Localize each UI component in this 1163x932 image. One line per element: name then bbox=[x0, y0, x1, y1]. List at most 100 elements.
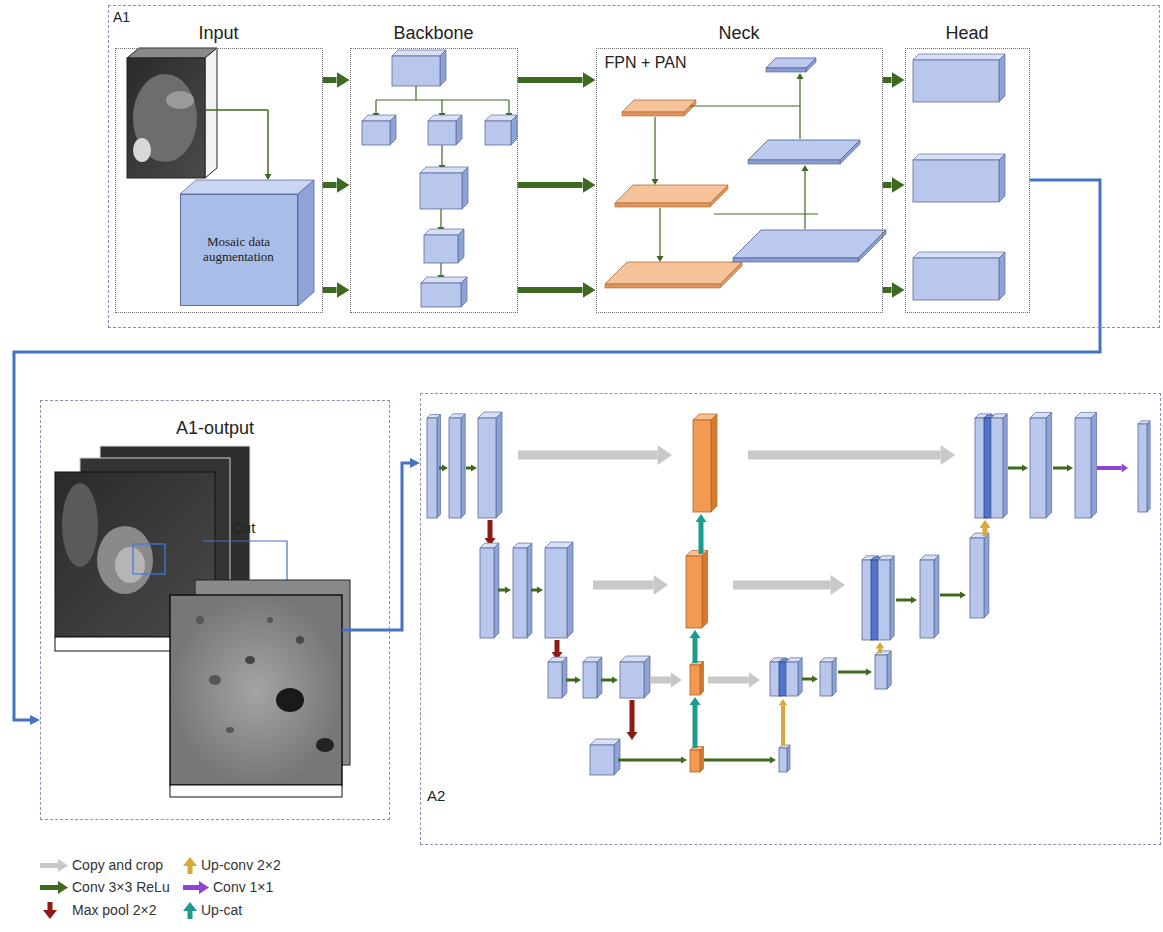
flow-arrow bbox=[779, 699, 788, 746]
flow-arrow bbox=[593, 575, 668, 595]
guide-line bbox=[342, 629, 390, 632]
arrow-shaft bbox=[650, 677, 671, 684]
block-front bbox=[693, 420, 711, 512]
arrow-shaft bbox=[508, 100, 509, 113]
feature-map bbox=[449, 414, 465, 518]
flow-arrow bbox=[696, 514, 707, 554]
plate-top bbox=[615, 185, 728, 203]
legend-arrow-shaft bbox=[40, 885, 59, 890]
flow-connector bbox=[518, 182, 583, 188]
text-slot: Input bbox=[116, 23, 322, 44]
block-front bbox=[878, 560, 890, 640]
cube-top bbox=[180, 180, 314, 194]
arrow-head bbox=[690, 630, 701, 638]
flow-arrow bbox=[657, 208, 664, 262]
block-side bbox=[496, 412, 502, 518]
panel-output: A1-output bbox=[40, 400, 390, 820]
legend-arrow-head bbox=[199, 881, 209, 894]
flow-arrow bbox=[708, 672, 760, 687]
flow-connector bbox=[323, 182, 337, 188]
guide-line bbox=[205, 109, 268, 111]
flow-arrow bbox=[797, 73, 804, 139]
flow-connector bbox=[883, 77, 892, 83]
arrow-head bbox=[612, 677, 618, 684]
block-front bbox=[786, 662, 798, 696]
feature-map bbox=[920, 555, 939, 638]
legend-arrow bbox=[40, 857, 68, 874]
feature-plate bbox=[733, 230, 886, 262]
arrow-shaft bbox=[1008, 467, 1022, 470]
feature-map bbox=[420, 167, 468, 209]
block-front bbox=[513, 548, 527, 638]
block-side bbox=[1003, 414, 1007, 518]
block-side bbox=[440, 50, 446, 86]
arrow-head bbox=[1067, 465, 1073, 472]
legend-item: Up-conv 2×2 bbox=[183, 857, 323, 875]
feature-plate bbox=[748, 140, 860, 164]
plate-side bbox=[720, 262, 742, 288]
arrow-shaft bbox=[566, 679, 575, 682]
block-front bbox=[362, 121, 390, 145]
flow-arrow bbox=[627, 700, 638, 740]
flow-arrow bbox=[690, 630, 701, 663]
arrow-head bbox=[575, 677, 581, 684]
node-title: Neck bbox=[597, 23, 882, 44]
legend-label: Max pool 2×2 bbox=[72, 902, 156, 918]
arrow-shaft bbox=[440, 263, 441, 275]
block-side bbox=[999, 252, 1005, 300]
block-front bbox=[1030, 418, 1046, 518]
arrow-head bbox=[779, 699, 788, 705]
plate-top bbox=[605, 262, 742, 284]
block-side bbox=[984, 533, 989, 618]
text-slot: Up-cat bbox=[201, 902, 242, 918]
stage-box: Head bbox=[905, 48, 1030, 313]
legend-arrow-shaft bbox=[48, 902, 53, 911]
legend-item: Max pool 2×2 bbox=[40, 902, 180, 920]
flow-arrow bbox=[618, 757, 687, 764]
legend-label: Copy and crop bbox=[72, 857, 163, 873]
flow-arrow bbox=[566, 677, 581, 684]
block-front bbox=[480, 548, 494, 638]
plate-side bbox=[684, 100, 696, 116]
panel-a1: Mosaic data augmentationInputBackboneNec… bbox=[108, 5, 1160, 328]
panel-a2: A2 bbox=[420, 393, 1161, 845]
block-top bbox=[392, 50, 446, 56]
legend-arrow bbox=[183, 857, 197, 874]
feature-map bbox=[620, 656, 650, 698]
feature-map bbox=[1030, 412, 1052, 518]
block-front bbox=[991, 418, 1003, 518]
arrow-shaft bbox=[531, 589, 537, 592]
block-side bbox=[832, 658, 836, 696]
arrow-shaft bbox=[630, 700, 635, 732]
text-slot: A1 bbox=[113, 9, 130, 25]
arrow-shaft bbox=[693, 705, 698, 748]
tissue-spot bbox=[267, 617, 273, 623]
plate-edge bbox=[766, 68, 806, 72]
flow-arrow bbox=[601, 677, 618, 684]
block-side bbox=[787, 745, 790, 772]
arrow-shaft bbox=[654, 117, 655, 179]
flow-connector bbox=[14, 180, 1100, 720]
block-top bbox=[913, 54, 1005, 60]
legend-arrow-shaft bbox=[183, 885, 200, 890]
block-front bbox=[478, 418, 496, 518]
block-side bbox=[562, 657, 567, 698]
arrow-head bbox=[671, 672, 682, 687]
arrow-head bbox=[265, 174, 272, 180]
arrow-head bbox=[770, 757, 776, 764]
flow-arrow bbox=[1008, 465, 1028, 472]
node-title: A1 bbox=[113, 9, 130, 25]
legend-label: Conv 3×3 ReLu bbox=[72, 879, 170, 895]
block-front bbox=[1075, 418, 1091, 518]
block-top bbox=[421, 277, 467, 283]
text-slot: Mosaic data augmentation bbox=[187, 195, 291, 305]
flow-arrow bbox=[733, 575, 845, 595]
block-side bbox=[597, 657, 602, 698]
plate-edge bbox=[615, 203, 710, 207]
arrow-shaft bbox=[1053, 467, 1067, 470]
arrow-head bbox=[657, 256, 664, 262]
legend-label: Up-cat bbox=[201, 902, 242, 918]
feature-map bbox=[548, 657, 567, 698]
block-side bbox=[999, 54, 1005, 102]
feature-map bbox=[424, 229, 464, 263]
